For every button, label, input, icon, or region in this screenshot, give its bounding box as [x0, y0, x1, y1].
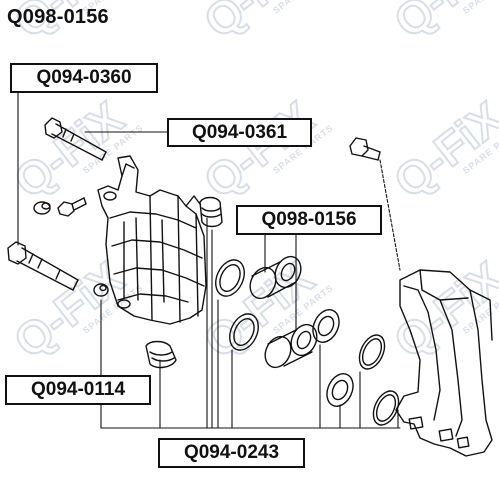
dust-boot-upper [312, 309, 340, 343]
piston-seal-upper-left [215, 259, 245, 297]
piston-upper [249, 255, 302, 300]
watermark-logo: Q-FiX SPARE PARTS [383, 0, 499, 49]
bleeder-cap [33, 201, 51, 215]
watermark-logo: Q-FiX SPARE PARTS [3, 90, 145, 209]
part-label-repair-kit[interactable]: Q094-0243 [158, 438, 305, 468]
guide-pin-bolt-upper [44, 117, 107, 161]
caliper-bracket [395, 269, 493, 457]
watermark-logo: Q-FiX SPARE PARTS [193, 0, 335, 49]
svg-text:Q-FiX: Q-FiX [384, 0, 499, 48]
part-label-boot-small[interactable]: Q094-0114 [5, 375, 151, 405]
svg-text:Q-FiX: Q-FiX [384, 91, 499, 208]
mounting-bolt [349, 137, 381, 161]
pin-boot-lower [145, 340, 177, 369]
part-label-pin-bolt-upper[interactable]: Q094-0361 [167, 118, 312, 147]
o-ring-upper [358, 334, 386, 370]
guide-pin-bolt-lower [7, 241, 79, 291]
svg-text:SPARE PARTS: SPARE PARTS [461, 0, 499, 16]
o-ring-lower [372, 390, 400, 426]
bleeder-screw [57, 197, 87, 217]
watermark-logo: Q-FiX SPARE PARTS [383, 90, 499, 209]
svg-text:SPARE PARTS: SPARE PARTS [271, 0, 335, 16]
caliper-body [97, 155, 207, 325]
part-label-pin-bolt[interactable]: Q094-0360 [10, 63, 158, 93]
piston-seal-lower-left [229, 313, 259, 351]
watermark-logo: Q-FiX SPARE PARTS [193, 90, 335, 209]
pin-boot-upper [199, 196, 223, 228]
svg-text:Q-FiX: Q-FiX [194, 0, 323, 48]
part-label-caliper[interactable]: Q098-0156 [236, 205, 382, 235]
pin-boot-small [93, 283, 109, 297]
piston-lower [264, 323, 318, 369]
page-title: Q098-0156 [7, 6, 109, 28]
leader-lines [17, 91, 401, 429]
watermark-layer: Q-FiX SPARE PARTS Q-FiX SPARE PARTS Q-Fi… [3, 0, 499, 369]
dust-boot-lower [326, 373, 354, 407]
